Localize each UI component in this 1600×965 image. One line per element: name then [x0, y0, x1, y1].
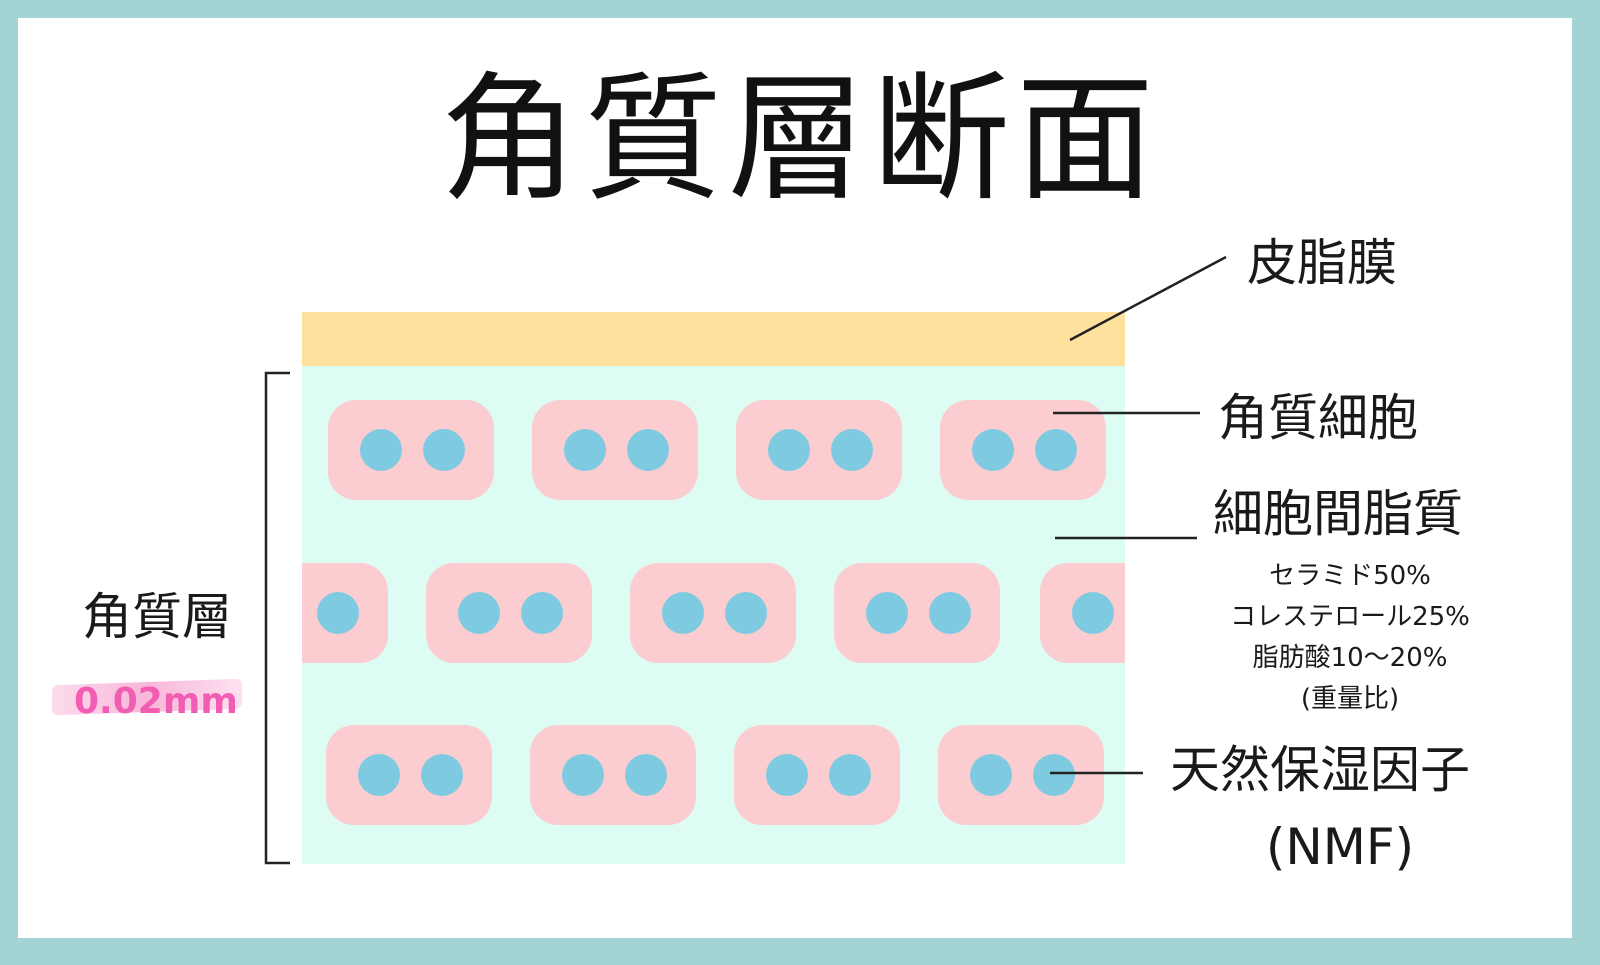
cells-group [302, 400, 1125, 825]
label-cholesterol: コレステロール25% [1230, 602, 1470, 632]
label-corneocyte: 角質細胞 [1218, 389, 1418, 447]
nmf-dot [564, 429, 606, 471]
stratum-bracket [264, 371, 290, 865]
corneocyte-cell [736, 400, 902, 500]
corneocyte-cell [530, 725, 696, 825]
corneocyte-cell [302, 563, 388, 663]
corneocyte-cell [532, 400, 698, 500]
leader-sebum [1069, 255, 1227, 342]
nmf-dot [317, 592, 359, 634]
label-ceramide: セラミド50% [1269, 561, 1431, 591]
nmf-dot [521, 592, 563, 634]
nmf-dot [458, 592, 500, 634]
nmf-dot [1033, 754, 1075, 796]
label-fatty-acid: 脂肪酸10〜20% [1252, 643, 1448, 673]
corneocyte-cell [630, 563, 796, 663]
nmf-dot [970, 754, 1012, 796]
nmf-dot [421, 754, 463, 796]
nmf-dot [358, 754, 400, 796]
label-intercellular-lipid: 細胞間脂質 [1213, 485, 1463, 543]
corneocyte-cell [938, 725, 1104, 825]
corneocyte-cell [426, 563, 592, 663]
nmf-dot [831, 429, 873, 471]
nmf-dot [1035, 429, 1077, 471]
nmf-dot [972, 429, 1014, 471]
nmf-dot [768, 429, 810, 471]
nmf-dot [829, 754, 871, 796]
nmf-dot [423, 429, 465, 471]
corneocyte-cell [326, 725, 492, 825]
nmf-dot [725, 592, 767, 634]
nmf-dot [662, 592, 704, 634]
corneocyte-cell [734, 725, 900, 825]
label-nmf: 天然保湿因子 [1170, 741, 1470, 799]
nmf-dot [866, 592, 908, 634]
sebum-layer [302, 312, 1125, 366]
corneocyte-cell [940, 400, 1106, 500]
nmf-dot [562, 754, 604, 796]
nmf-dot [766, 754, 808, 796]
nmf-dot [625, 754, 667, 796]
corneocyte-cell [328, 400, 494, 500]
nmf-dot [1072, 592, 1114, 634]
label-weight-ratio: (重量比) [1300, 684, 1400, 714]
label-sebum: 皮脂膜 [1247, 234, 1397, 292]
page-title: 角質層断面 [439, 59, 1160, 220]
nmf-dot [627, 429, 669, 471]
nmf-dot [360, 429, 402, 471]
label-thickness: 0.02mm [74, 681, 238, 722]
label-stratum-corneum: 角質層 [82, 588, 232, 646]
label-nmf-abbr: (NMF) [1265, 818, 1415, 876]
nmf-dot [929, 592, 971, 634]
corneocyte-cell [834, 563, 1000, 663]
